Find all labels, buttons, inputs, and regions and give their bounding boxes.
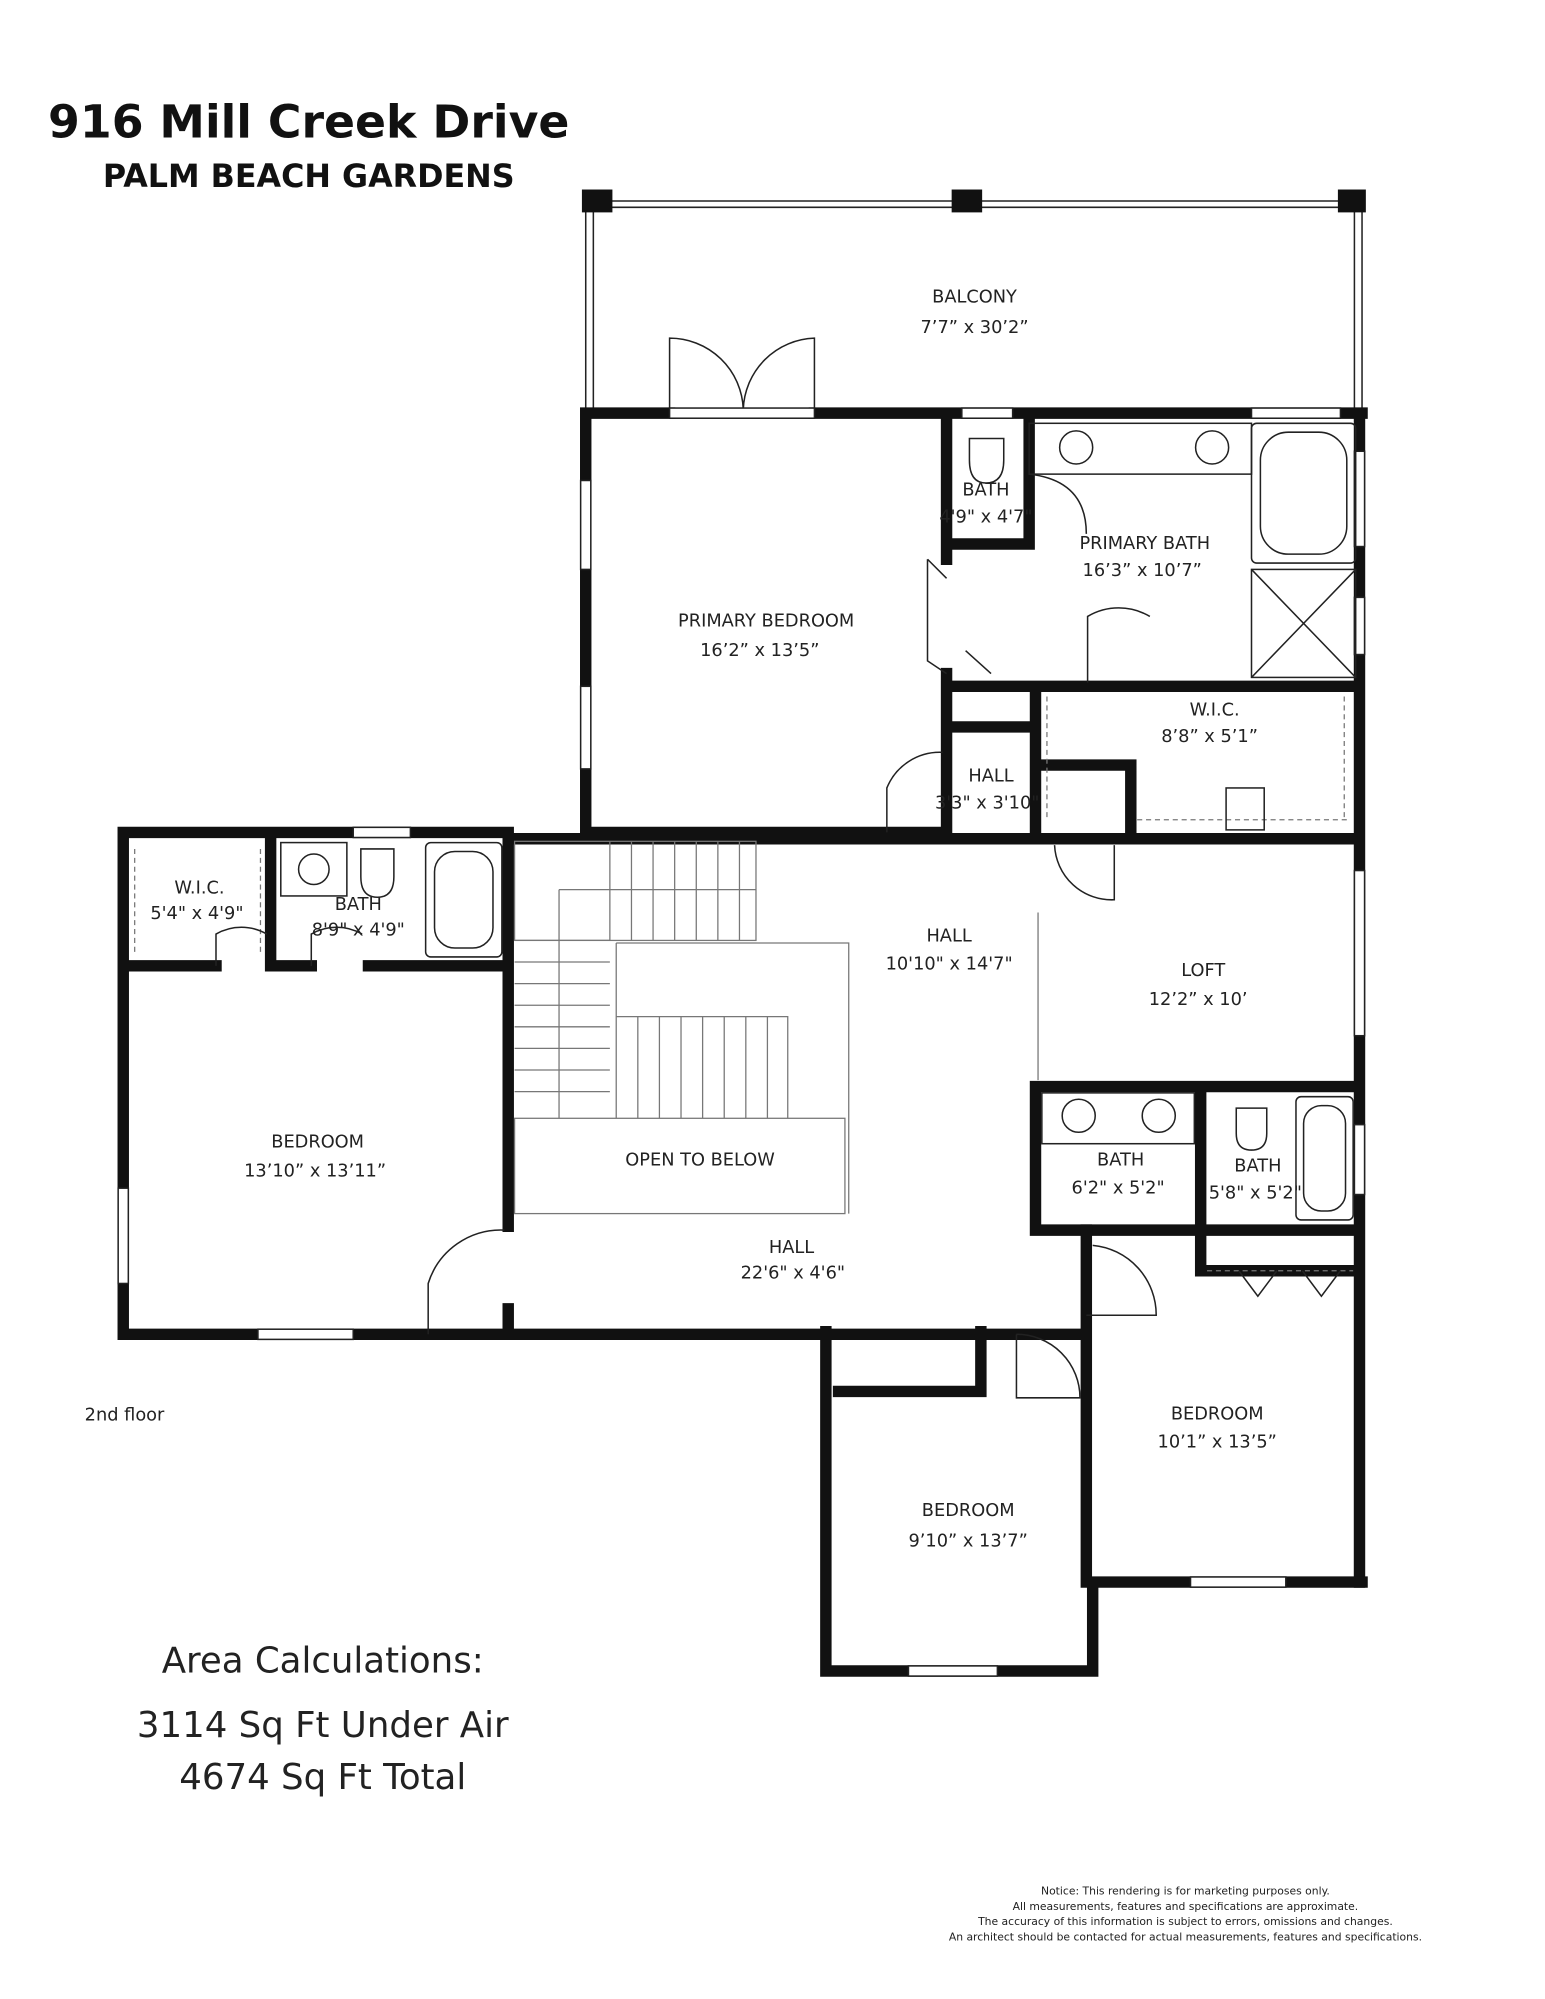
- room-name: BATH: [1097, 1149, 1144, 1170]
- room-name: W.I.C.: [174, 877, 224, 898]
- city-subtitle: PALM BEACH GARDENS: [103, 159, 515, 195]
- room-name: W.I.C.: [1190, 700, 1240, 721]
- room-name: BEDROOM: [271, 1132, 364, 1153]
- area-heading: Area Calculations:: [162, 1640, 484, 1681]
- room-name: BEDROOM: [1171, 1403, 1264, 1424]
- room-name: BATH: [335, 894, 382, 915]
- french-doors: [668, 337, 816, 414]
- room-name: HALL: [769, 1237, 814, 1258]
- room-size: 16’2” x 13’5”: [700, 640, 819, 661]
- floor-label: 2nd floor: [85, 1405, 165, 1426]
- area-under-air: 3114 Sq Ft Under Air: [137, 1705, 509, 1746]
- post: [1337, 189, 1366, 213]
- balcony: [581, 189, 1366, 414]
- area-total: 4674 Sq Ft Total: [179, 1757, 466, 1798]
- walls: [117, 407, 1368, 1677]
- room-name: PRIMARY BEDROOM: [678, 611, 854, 632]
- address-title: 916 Mill Creek Drive: [48, 95, 569, 148]
- notice-line: The accuracy of this information is subj…: [977, 1915, 1393, 1928]
- room-name: BATH: [962, 480, 1009, 501]
- room-size: 12’2” x 10’: [1149, 989, 1248, 1010]
- room-name: PRIMARY BATH: [1079, 533, 1210, 554]
- room-size: 7’7” x 30’2”: [921, 317, 1029, 338]
- room-size: 8’8” x 5’1”: [1161, 726, 1258, 747]
- notice: Notice: This rendering is for marketing …: [949, 1885, 1422, 1944]
- stairs: [513, 840, 1039, 1215]
- room-size: 5'4" x 4'9": [150, 903, 243, 924]
- room-size: 10’1” x 13’5”: [1158, 1431, 1277, 1452]
- room-name: LOFT: [1181, 960, 1225, 981]
- room-size: 4'9" x 4'7": [939, 506, 1032, 527]
- room-size: 10'10" x 14'7": [886, 954, 1013, 975]
- room-size: 22'6" x 4'6": [741, 1262, 845, 1283]
- room-name: OPEN TO BELOW: [625, 1149, 775, 1170]
- room-size: 3'3" x 3'10": [935, 792, 1039, 813]
- room-size: 16’3” x 10’7”: [1083, 560, 1202, 581]
- windows: [117, 407, 1366, 1677]
- post: [581, 189, 613, 213]
- room-size: 5'8" x 5'2": [1209, 1182, 1302, 1203]
- room-name: HALL: [926, 926, 971, 947]
- room-name: HALL: [968, 766, 1013, 787]
- room-size: 13’10” x 13’11”: [244, 1161, 386, 1182]
- room-size: 6'2" x 5'2": [1072, 1177, 1165, 1198]
- room-name: BALCONY: [932, 287, 1017, 308]
- room-name: BATH: [1234, 1156, 1281, 1177]
- notice-line: All measurements, features and specifica…: [1013, 1900, 1359, 1913]
- room-size: 9’10” x 13’7”: [908, 1530, 1027, 1551]
- notice-line: An architect should be contacted for act…: [949, 1930, 1422, 1943]
- room-labels: BALCONY 7’7” x 30’2” PRIMARY BEDROOM 16’…: [150, 287, 1302, 1552]
- room-name: BEDROOM: [922, 1500, 1015, 1521]
- notice-line: Notice: This rendering is for marketing …: [1041, 1885, 1330, 1898]
- room-size: 8'9" x 4'9": [312, 919, 405, 940]
- post: [951, 189, 983, 213]
- fixtures: [134, 422, 1357, 1399]
